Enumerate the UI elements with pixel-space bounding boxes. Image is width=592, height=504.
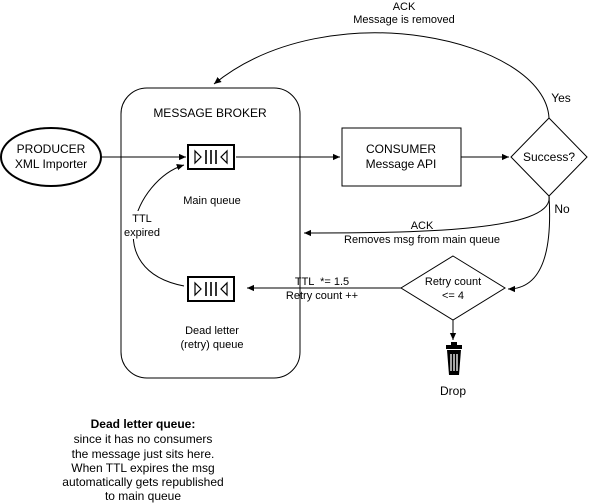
main-queue-label: Main queue	[183, 195, 241, 207]
message-broker-title: MESSAGE BROKER	[153, 106, 267, 120]
retry-count-decision	[400, 255, 506, 321]
note-title: Dead letter queue:	[91, 417, 196, 431]
consumer-subtitle: Message API	[366, 157, 437, 171]
consumer-node	[341, 127, 462, 187]
edge-success-ack-main	[303, 195, 550, 237]
message-broker-box	[120, 87, 301, 379]
retry-count-label-1: Retry count	[425, 276, 481, 288]
note-line-2: the message just sits here.	[72, 447, 215, 461]
note-line-5: to main queue	[105, 489, 181, 503]
producer-subtitle: XML Importer	[15, 157, 87, 171]
yes-label: Yes	[551, 91, 571, 105]
trash-icon	[446, 342, 462, 375]
success-label: Success?	[523, 150, 575, 164]
dead-letter-queue-label-1: Dead letter	[185, 325, 239, 337]
note-line-1: since it has no consumers	[74, 432, 213, 446]
ack-top-label-1: ACK	[393, 1, 416, 13]
ttl-update-label-2: Retry count ++	[286, 290, 358, 302]
note-line-4: automatically gets republished	[62, 475, 223, 489]
dead-letter-queue-label-2: (retry) queue	[181, 339, 244, 351]
retry-count-label-2: <= 4	[442, 290, 464, 302]
drop-label: Drop	[440, 384, 466, 398]
note-line-3: When TTL expires the msg	[71, 461, 214, 475]
edge-success-no-retry	[507, 195, 551, 293]
ack-mid-label-1: ACK	[411, 220, 434, 232]
producer-title: PRODUCER	[17, 142, 86, 156]
consumer-title: CONSUMER	[366, 142, 436, 156]
dead-letter-queue-icon	[187, 276, 235, 302]
ack-top-label-2: Message is removed	[353, 14, 455, 26]
ttl-update-label-1: TTL *= 1.5	[295, 276, 349, 288]
ack-mid-label-2: Removes msg from main queue	[344, 234, 500, 246]
ttl-expired-label-1: TTL	[132, 213, 152, 225]
ttl-expired-label-2: expired	[124, 227, 160, 239]
edge-success-yes-ack	[213, 32, 550, 119]
main-queue-icon	[187, 144, 235, 170]
no-label: No	[554, 202, 570, 216]
